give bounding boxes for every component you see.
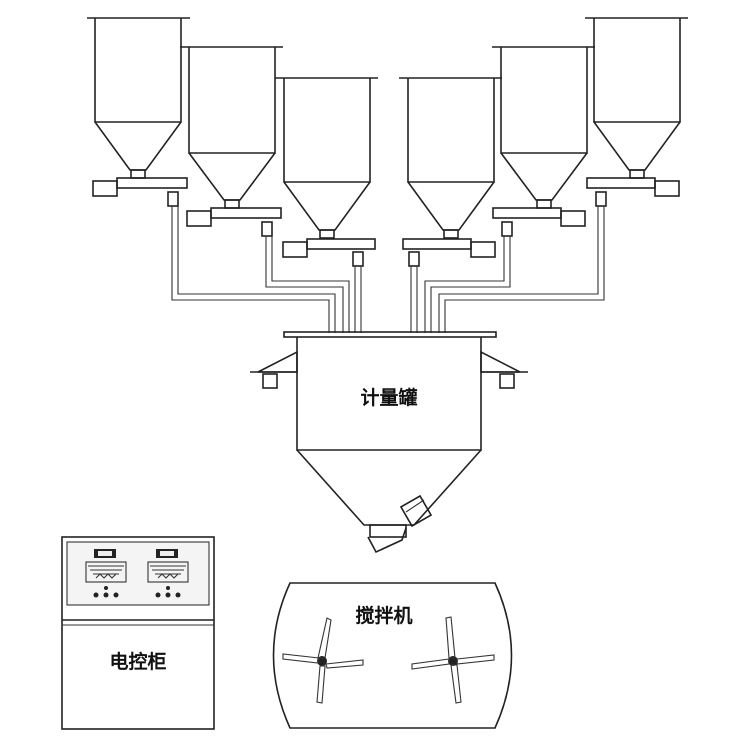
metering-tank	[250, 331, 528, 554]
hopper-2	[180, 46, 283, 237]
mixer-blade-left	[282, 617, 364, 704]
control-cabinet-label: 电控柜	[109, 650, 166, 673]
tank-bracket-left	[250, 350, 298, 389]
hopper-4	[399, 77, 502, 267]
hopper-5	[492, 46, 595, 237]
tank-bracket-right	[480, 350, 528, 389]
screw-feeder-6	[586, 177, 680, 207]
mixer-blade-right	[411, 616, 495, 704]
hopper-1	[87, 17, 190, 207]
discharge-valve	[367, 494, 433, 554]
screw-feeder-4	[402, 238, 496, 267]
feed-pipes	[171, 206, 605, 333]
mixer-label: 搅拌机	[355, 604, 412, 627]
hopper-3	[275, 77, 378, 267]
metering-tank-label: 计量罐	[360, 386, 417, 409]
control-cabinet	[61, 536, 215, 730]
screw-feeder-3	[282, 238, 376, 267]
mixer	[272, 582, 513, 729]
screw-feeder-2	[186, 207, 282, 237]
weighing-instrument-2	[147, 549, 189, 598]
screw-feeder-5	[492, 207, 586, 237]
hopper-6	[585, 17, 688, 207]
weighing-instrument-1	[85, 549, 127, 598]
screw-feeder-1	[92, 177, 188, 207]
